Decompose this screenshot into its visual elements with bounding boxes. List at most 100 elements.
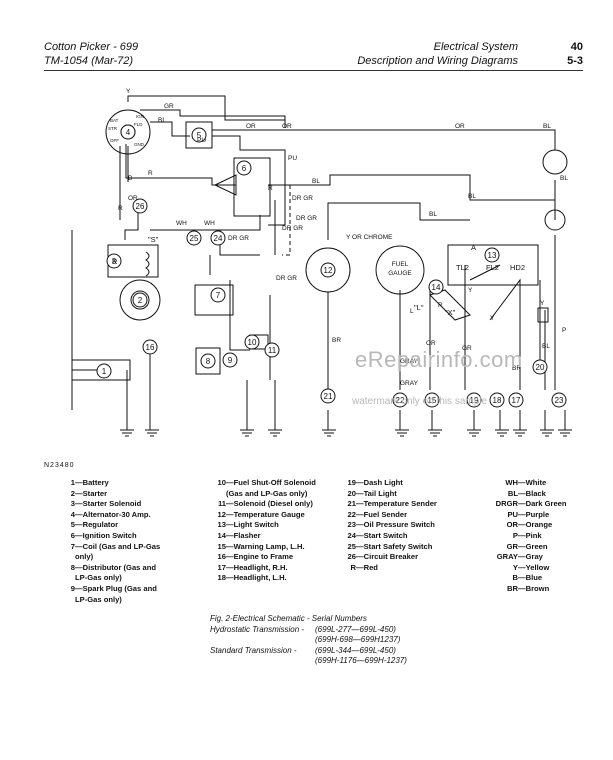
component-bubble xyxy=(532,359,548,375)
legend-item: 12—Temperature Gauge xyxy=(186,510,350,521)
component-number: 11 xyxy=(268,346,277,355)
legend-item: 18—Headlight, L.H. xyxy=(186,573,350,584)
ground-symbols xyxy=(120,370,572,437)
wire-label: R xyxy=(268,185,273,192)
legend-key: 5 xyxy=(70,520,75,530)
legend-key: Y xyxy=(512,562,518,572)
wire-label: BL xyxy=(312,178,320,185)
wire-label: DR GR xyxy=(296,215,317,222)
battery-box xyxy=(71,359,131,381)
fuel-gauge-label: FUEL xyxy=(392,261,409,268)
legend-value: Gray xyxy=(525,552,543,562)
legend-value: Start Switch xyxy=(363,530,408,540)
legend-dash: — xyxy=(518,530,526,540)
light-switch-box xyxy=(233,157,271,217)
wire-label: DR GR xyxy=(292,195,313,202)
switch-terminal-label: BAT xyxy=(110,118,119,123)
component-bubble xyxy=(222,352,238,368)
wire-label: BL xyxy=(468,193,476,200)
terminal-label: "S" xyxy=(148,235,159,244)
legend-item: 25—Start Safety Switch xyxy=(332,542,474,553)
legend-item: 11—Solenoid (Diesel only) xyxy=(186,499,350,510)
legend-value: Flasher xyxy=(233,530,261,540)
legend-item: 6—Ignition Switch xyxy=(40,531,193,542)
legend-key: 2 xyxy=(70,488,75,498)
legend-key: 7 xyxy=(70,541,75,551)
component-bubble xyxy=(489,392,505,408)
legend-dash: — xyxy=(75,509,83,519)
legend-key: P xyxy=(512,530,518,540)
legend-item: LP-Gas only) xyxy=(40,595,193,606)
components xyxy=(71,109,568,381)
switch-terminal-label: GND xyxy=(134,142,145,147)
legend-dash: — xyxy=(356,488,364,498)
manual-code: TM-1054 (Mar-72) xyxy=(44,55,134,67)
wire-label: BL xyxy=(542,343,550,350)
wire-label: OR xyxy=(455,123,465,130)
section-number: 40 xyxy=(570,41,583,53)
component-number: 5 xyxy=(197,131,202,140)
legend-key xyxy=(40,552,75,563)
component-bubble xyxy=(392,392,408,408)
legend-value: LP-Gas only) xyxy=(75,573,122,583)
legend-value: Headlight, R.H. xyxy=(233,562,288,572)
legend-key: 16 xyxy=(217,552,226,562)
fuel-gauge-label: GAUGE xyxy=(388,270,412,277)
legend-item: 9—Spark Plug (Gas and xyxy=(40,584,193,595)
legend-value: Yellow xyxy=(525,562,550,572)
wire-label: BR xyxy=(512,365,521,372)
legend-key: PU xyxy=(507,509,518,519)
legend-key: DRGR xyxy=(495,499,518,509)
component-number: 16 xyxy=(146,343,155,352)
legend-value: Purple xyxy=(525,509,550,519)
caption-title: Fig. 2-Electrical Schematic - Serial Num… xyxy=(210,614,367,623)
legend-value: Red xyxy=(363,562,378,572)
legend-value: Fuel Sender xyxy=(363,509,408,519)
component-bubble xyxy=(120,124,136,140)
legend-item: 17—Headlight, R.H. xyxy=(186,563,350,574)
wire-battery xyxy=(71,230,100,410)
subsection-title: Description and Wiring Diagrams xyxy=(357,55,518,67)
legend-value: Starter xyxy=(82,488,108,498)
legend-value: Distributor (Gas and xyxy=(82,562,157,572)
legend-value: Spark Plug (Gas and xyxy=(82,583,157,593)
wire-label: DR GR xyxy=(276,275,297,282)
wire-label: DR GR xyxy=(228,235,249,242)
legend-key: 3 xyxy=(70,499,75,509)
legend-value: Orange xyxy=(525,520,553,530)
legend-key xyxy=(40,595,75,606)
header-rule xyxy=(44,70,583,71)
wire-label: PU xyxy=(197,137,206,144)
wire-label: BL xyxy=(429,211,437,218)
switch-terminal-label: FLD xyxy=(134,122,143,127)
component-number: 1 xyxy=(102,367,107,376)
terminal-label: "X" xyxy=(445,308,456,317)
legend-dash: — xyxy=(226,478,234,487)
component-number: 14 xyxy=(432,283,441,292)
legend-value: Engine to Frame xyxy=(233,552,294,562)
legend-dash: — xyxy=(356,520,364,530)
warning-lamp-icon xyxy=(544,209,566,231)
legend-dash: — xyxy=(356,530,364,540)
legend-value: Headlight, L.H. xyxy=(233,573,287,583)
caption-row: Standard Transmission -(699L-344—699L-45… xyxy=(210,646,445,657)
legend-item: 3—Starter Solenoid xyxy=(40,499,193,510)
legend-dash: — xyxy=(518,509,526,519)
component-number: 21 xyxy=(324,392,333,401)
legend-dash: — xyxy=(75,583,83,593)
legend-key: 4 xyxy=(70,509,75,519)
component-number: 19 xyxy=(470,396,479,405)
legend-key: 10 xyxy=(217,478,226,487)
legend-value: Oil Pressure Switch xyxy=(363,520,435,530)
legend-key: 26 xyxy=(347,552,356,562)
wire-dr-gr xyxy=(219,230,260,256)
page-number: 5-3 xyxy=(567,55,583,67)
component-bubble xyxy=(484,247,500,263)
component-number: 9 xyxy=(228,356,233,365)
caption-row: (699H-1176—699H-1237) xyxy=(210,656,445,667)
component-bubble xyxy=(508,392,524,408)
legend-key: 24 xyxy=(347,530,356,540)
legend-dash: — xyxy=(226,499,234,509)
